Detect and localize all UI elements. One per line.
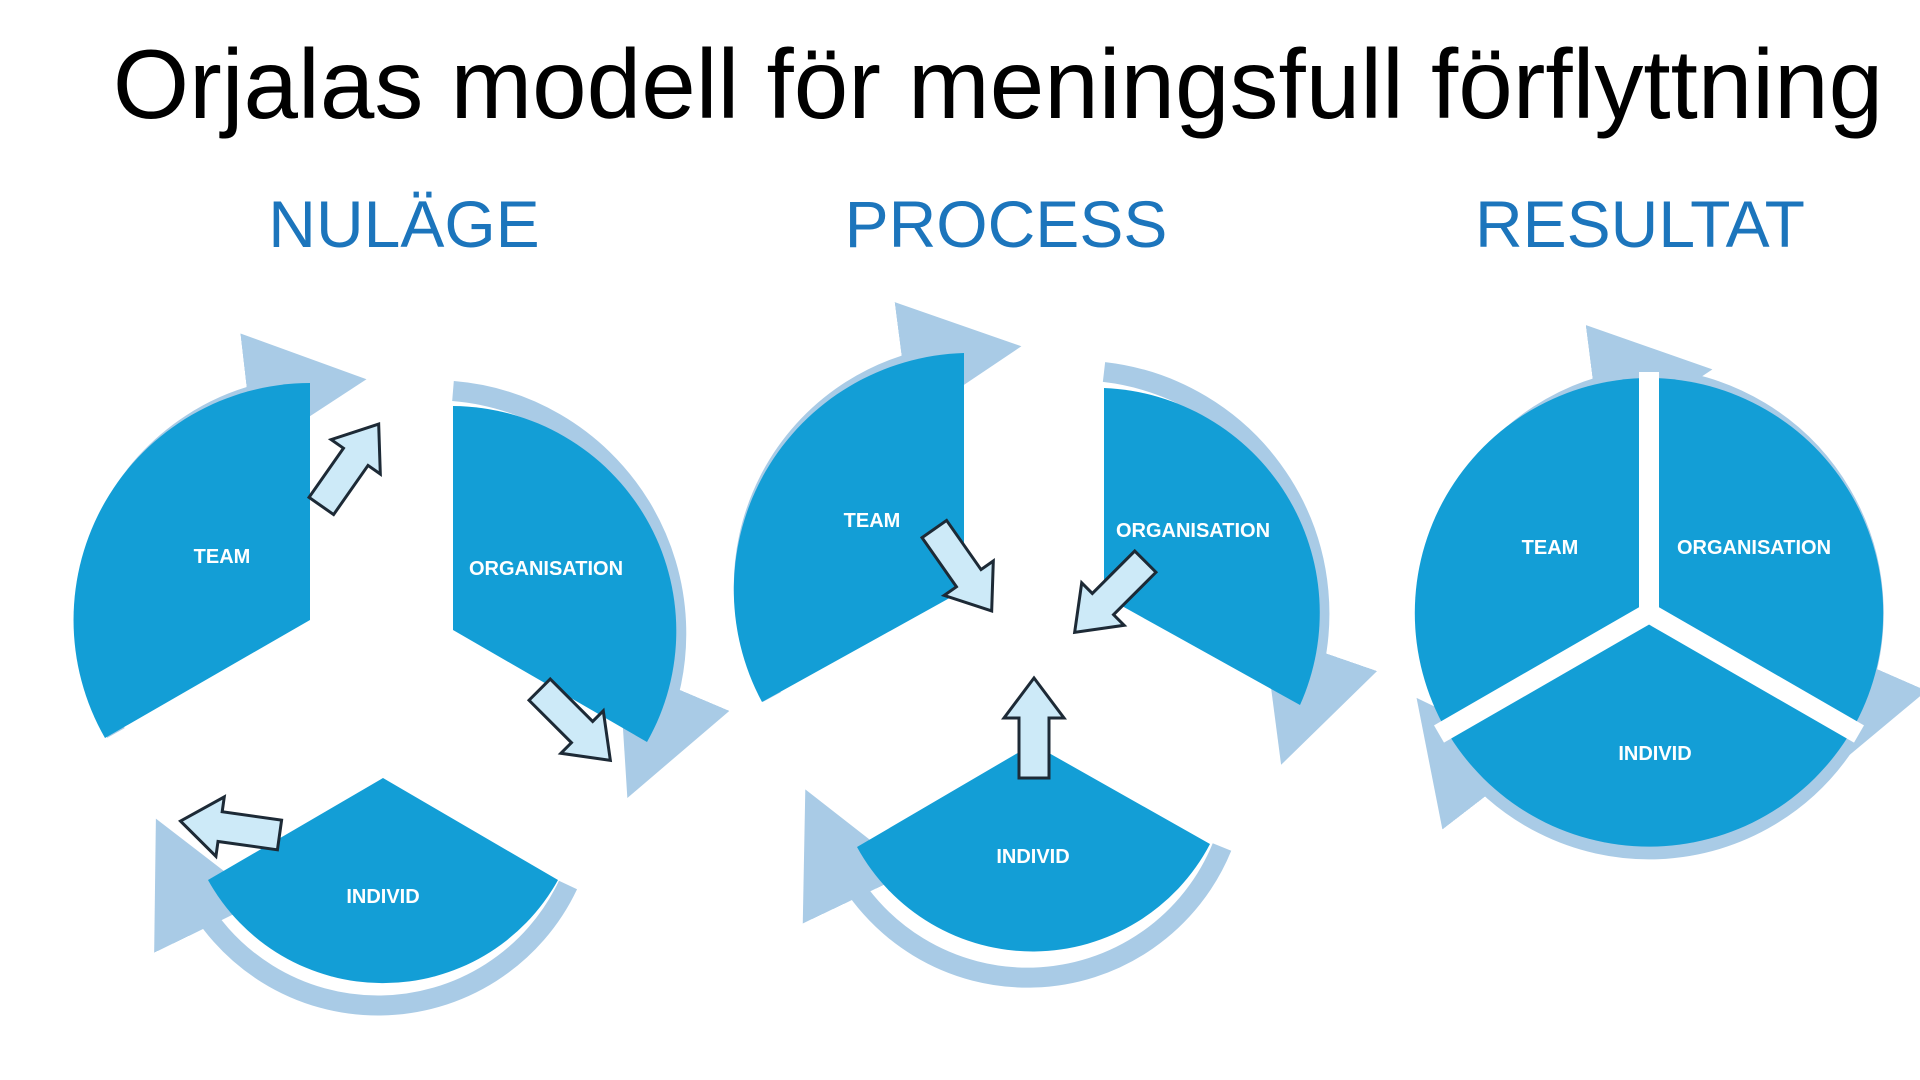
heading-process: PROCESS <box>844 187 1168 261</box>
process-arrow-from-individ-icon <box>1001 675 1067 780</box>
resultat-divider-right <box>1644 604 1864 743</box>
nulage-arrow-to-team-icon <box>178 794 284 860</box>
nulage-team-label: TEAM <box>194 546 251 568</box>
nulage-individ-segment <box>208 778 558 984</box>
process-team-segment <box>733 353 964 702</box>
nulage-organisation-label: ORGANISATION <box>469 558 623 580</box>
nulage-organisation-segment <box>453 406 677 742</box>
heading-resultat: RESULTAT <box>1474 187 1806 261</box>
nulage-team-segment <box>73 383 310 738</box>
nulage-individ-label: INDIVID <box>346 886 419 908</box>
process-individ-segment <box>857 744 1210 952</box>
process-arrow-from-organisation-icon <box>1072 548 1159 635</box>
process-diagram: TEAM ORGANISATION INDIVID <box>733 302 1378 988</box>
resultat-individ-segment <box>1446 613 1852 847</box>
nulage-individ-ring-arrow <box>154 818 578 1016</box>
resultat-divider-left <box>1434 604 1654 743</box>
process-individ-ring-arrow <box>802 789 1232 988</box>
resultat-team-label: TEAM <box>1522 537 1579 559</box>
nulage-arrow-to-organisation-icon <box>306 421 382 517</box>
resultat-diagram: TEAM ORGANISATION INDIVID <box>1414 325 1920 860</box>
process-individ-label: INDIVID <box>996 846 1069 868</box>
process-organisation-label: ORGANISATION <box>1116 520 1270 542</box>
process-organisation-part: ORGANISATION <box>1102 362 1378 765</box>
nulage-organisation-part: ORGANISATION <box>452 381 730 799</box>
nulage-arrow-to-individ-icon <box>526 676 613 763</box>
slide-title: Orjalas modell för meningsfull förflyttn… <box>112 29 1884 139</box>
process-individ-part: INDIVID <box>802 744 1232 988</box>
process-organisation-segment <box>1104 388 1320 705</box>
nulage-individ-part: INDIVID <box>154 778 578 1016</box>
nulage-team-part: TEAM <box>73 333 367 738</box>
resultat-individ-label: INDIVID <box>1618 743 1691 765</box>
process-team-part: TEAM <box>733 302 1022 702</box>
process-team-label: TEAM <box>844 510 901 532</box>
resultat-organisation-label: ORGANISATION <box>1677 537 1831 559</box>
nulage-diagram: TEAM ORGANISATION INDIVID <box>73 333 730 1016</box>
nulage-organisation-ring-arrow <box>452 381 730 799</box>
resultat-individ-ring-arrow <box>1416 697 1854 860</box>
process-arrow-from-team-icon <box>919 518 995 614</box>
heading-nulage: NULÄGE <box>268 187 540 261</box>
